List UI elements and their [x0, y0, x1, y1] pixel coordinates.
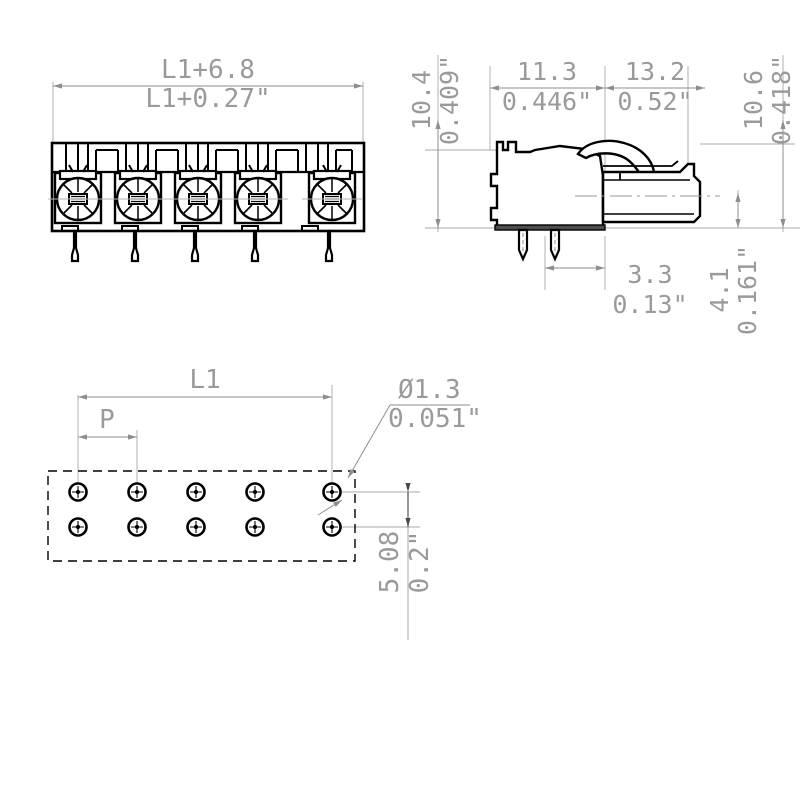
layout-outline-dashed	[47, 470, 356, 562]
pcb-hole	[245, 517, 265, 537]
rear-step-metric-label: 4.1	[705, 267, 734, 312]
terminal-unit	[302, 164, 362, 225]
terminal-unit	[48, 164, 108, 225]
side-rear-width-metric-label: 13.2	[625, 57, 685, 86]
pcb-hole	[127, 482, 147, 502]
pcb-hole	[68, 517, 88, 537]
layout-hole-row-top	[68, 482, 342, 502]
pin-offset-metric-label: 3.3	[627, 260, 672, 289]
front-terminal-group	[48, 164, 362, 225]
pcb-hole	[322, 517, 342, 537]
side-rear-width-imperial-label: 0.52"	[617, 87, 692, 116]
layout-pitch-label: P	[99, 405, 115, 435]
row-spacing-metric-label: 5.08	[375, 531, 405, 594]
pcb-hole	[68, 482, 88, 502]
hole-diameter-metric-label: Ø1.3	[398, 375, 461, 405]
row-spacing-imperial-label: 0.2"	[405, 531, 435, 594]
side-upper-rails	[603, 160, 679, 180]
terminal-unit	[108, 164, 168, 225]
pcb-hole	[186, 482, 206, 502]
pin-offset-imperial-label: 0.13"	[612, 290, 687, 319]
side-left-height-metric-label: 10.4	[407, 70, 436, 130]
side-rear-block	[601, 162, 702, 224]
pcb-hole	[127, 517, 147, 537]
rear-step-imperial-label: 0.161"	[733, 245, 762, 335]
side-right-height-metric-label: 10.6	[739, 70, 768, 130]
pcb-layout-view: L1 P Ø1.3 0.051" 5.08 0.2"	[47, 365, 482, 640]
front-overall-imperial-label: L1+0.27"	[145, 84, 270, 114]
layout-length-label: L1	[189, 365, 220, 395]
terminal-unit	[168, 164, 228, 225]
side-pin-centerlines	[522, 233, 556, 252]
front-overall-metric-label: L1+6.8	[161, 55, 255, 85]
side-front-width-metric-label: 11.3	[517, 57, 577, 86]
side-view: 11.3 0.446" 13.2 0.52" 10.4 0.409" 10.6 …	[407, 55, 800, 335]
pcb-hole	[186, 517, 206, 537]
layout-hole-row-bottom	[68, 517, 342, 537]
layout-extension-lines	[77, 385, 420, 528]
side-front-width-imperial-label: 0.446"	[502, 87, 592, 116]
side-housing-profile	[489, 140, 605, 230]
hole-diameter-imperial-label: 0.051"	[388, 404, 482, 434]
hole-diameter-leader	[317, 404, 470, 516]
pcb-hole	[322, 482, 342, 502]
side-left-height-imperial-label: 0.409"	[435, 55, 464, 145]
side-right-height-imperial-label: 0.418"	[767, 55, 796, 145]
pcb-hole	[245, 482, 265, 502]
front-view: L1+6.8 L1+0.27"	[48, 55, 366, 263]
side-solder-pins	[517, 228, 561, 262]
front-extension-lines	[52, 82, 364, 150]
terminal-unit	[228, 164, 288, 225]
front-solder-pins	[70, 229, 334, 263]
